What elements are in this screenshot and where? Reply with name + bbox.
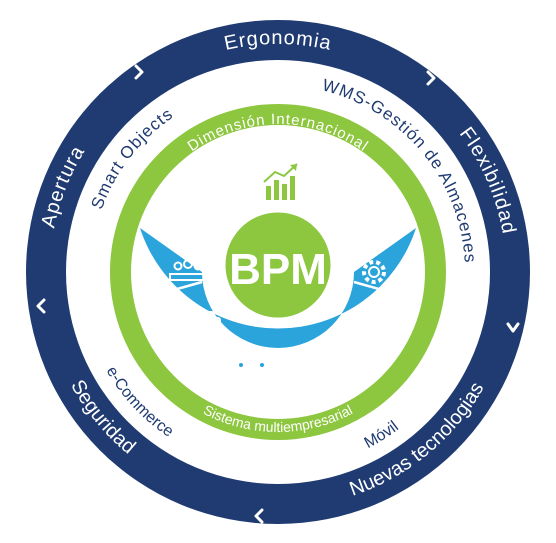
bpm-label: BPM bbox=[229, 245, 327, 294]
truck-icon bbox=[235, 347, 269, 369]
chevron-right-icon bbox=[426, 70, 436, 86]
gear-icon bbox=[362, 260, 386, 284]
segment-dividers bbox=[137, 280, 419, 411]
chevron-down-icon bbox=[506, 322, 520, 333]
bar-chart-icon bbox=[263, 163, 298, 200]
wallet-icon bbox=[299, 346, 323, 368]
chevron-right-icon bbox=[134, 64, 144, 80]
chevron-left-icon bbox=[254, 508, 264, 524]
cards-icon bbox=[189, 311, 221, 335]
chevron-left-icon bbox=[36, 298, 46, 314]
people-icon bbox=[169, 259, 207, 281]
calculator-icon bbox=[345, 313, 369, 339]
module-segments bbox=[140, 228, 416, 348]
bpm-center bbox=[222, 209, 334, 321]
